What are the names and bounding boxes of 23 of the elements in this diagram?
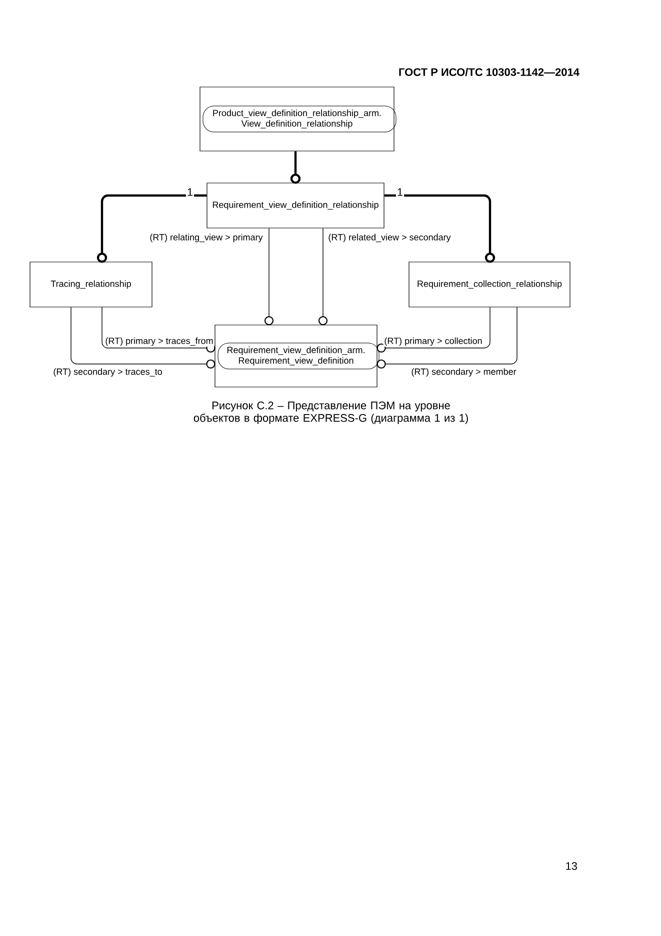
edge-label: (RT) relating_view > primary <box>148 232 264 244</box>
edge-label: 1 <box>186 187 194 197</box>
entity-box: Requirement_view_definition_arm. Requirement_view_definition <box>214 324 380 388</box>
figure-caption: Рисунок С.2 – Представление ПЭМ на уровне объектов в формате EXPRESS-G (диаграмма 1 из 1) <box>194 402 468 424</box>
entity-box: Product_view_definition_relationship_arm. View_definition_relationship <box>200 86 396 152</box>
page-number: 13 <box>566 862 577 870</box>
connector <box>290 151 301 184</box>
edge-label: (RT) related_view > secondary <box>327 232 452 244</box>
entity-box: Requirement_collection_relationship <box>408 262 570 308</box>
connector <box>376 306 490 353</box>
header-text: ГОСТ Р ИСО/ТС 10303-1142—2014 <box>399 68 580 76</box>
entity-box: Tracing_relationship <box>30 262 152 308</box>
connector <box>318 228 328 326</box>
edge-label: (RT) secondary > traces_to <box>52 367 164 378</box>
edge-label: (RT) primary > collection <box>383 336 484 347</box>
connector <box>384 194 496 263</box>
edge-label: (RT) secondary > member <box>410 367 518 378</box>
connector <box>376 306 518 369</box>
connector <box>96 194 207 263</box>
connector <box>264 228 274 326</box>
edge-label: 1 <box>396 187 404 197</box>
connector <box>70 306 216 369</box>
entity-box: Requirement_view_definition_relationship <box>206 182 384 228</box>
